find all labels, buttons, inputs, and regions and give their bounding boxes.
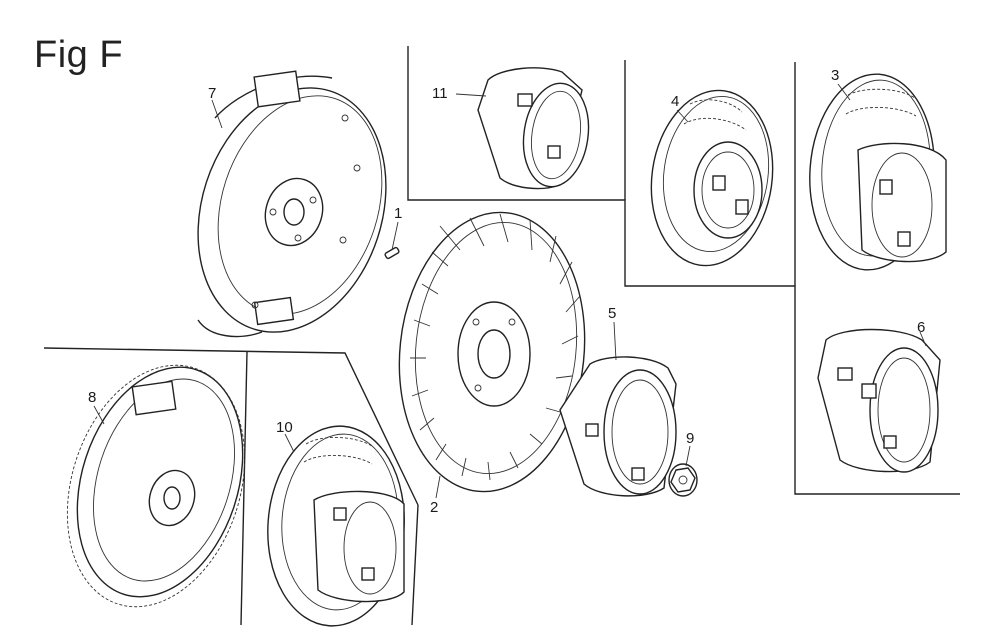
part-10-starter-pulley [267, 425, 405, 627]
part-9-flange-nut [668, 463, 698, 497]
part-5-starter-cup [559, 356, 677, 497]
callout-5: 5 [608, 305, 616, 322]
callout-10: 10 [276, 419, 293, 436]
callout-4: 4 [671, 93, 679, 110]
part-8-cooling-fan-with-ring-gear [66, 364, 246, 608]
part-7-cooling-fan [197, 70, 387, 338]
part-3-starter-pulley [809, 73, 947, 271]
callout-2: 2 [430, 499, 438, 516]
callout-3: 3 [831, 67, 839, 84]
panel-lines [43, 46, 960, 626]
leader-lines [93, 83, 927, 499]
callout-11: 11 [432, 85, 448, 102]
callout-7: 7 [208, 85, 216, 102]
callout-1: 1 [394, 205, 402, 222]
part-11-starter-cup [477, 67, 590, 190]
part-6-starter-cup [817, 328, 941, 473]
part-1-key [384, 246, 400, 260]
part-4-starter-pulley [650, 89, 774, 267]
part-2-flywheel [398, 211, 586, 493]
callout-9: 9 [686, 430, 694, 447]
callout-8: 8 [88, 389, 96, 406]
callout-6: 6 [917, 319, 925, 336]
callouts: 1 2 3 4 5 6 7 8 9 10 11 [88, 67, 925, 516]
figure-title: Fig F [34, 34, 124, 76]
